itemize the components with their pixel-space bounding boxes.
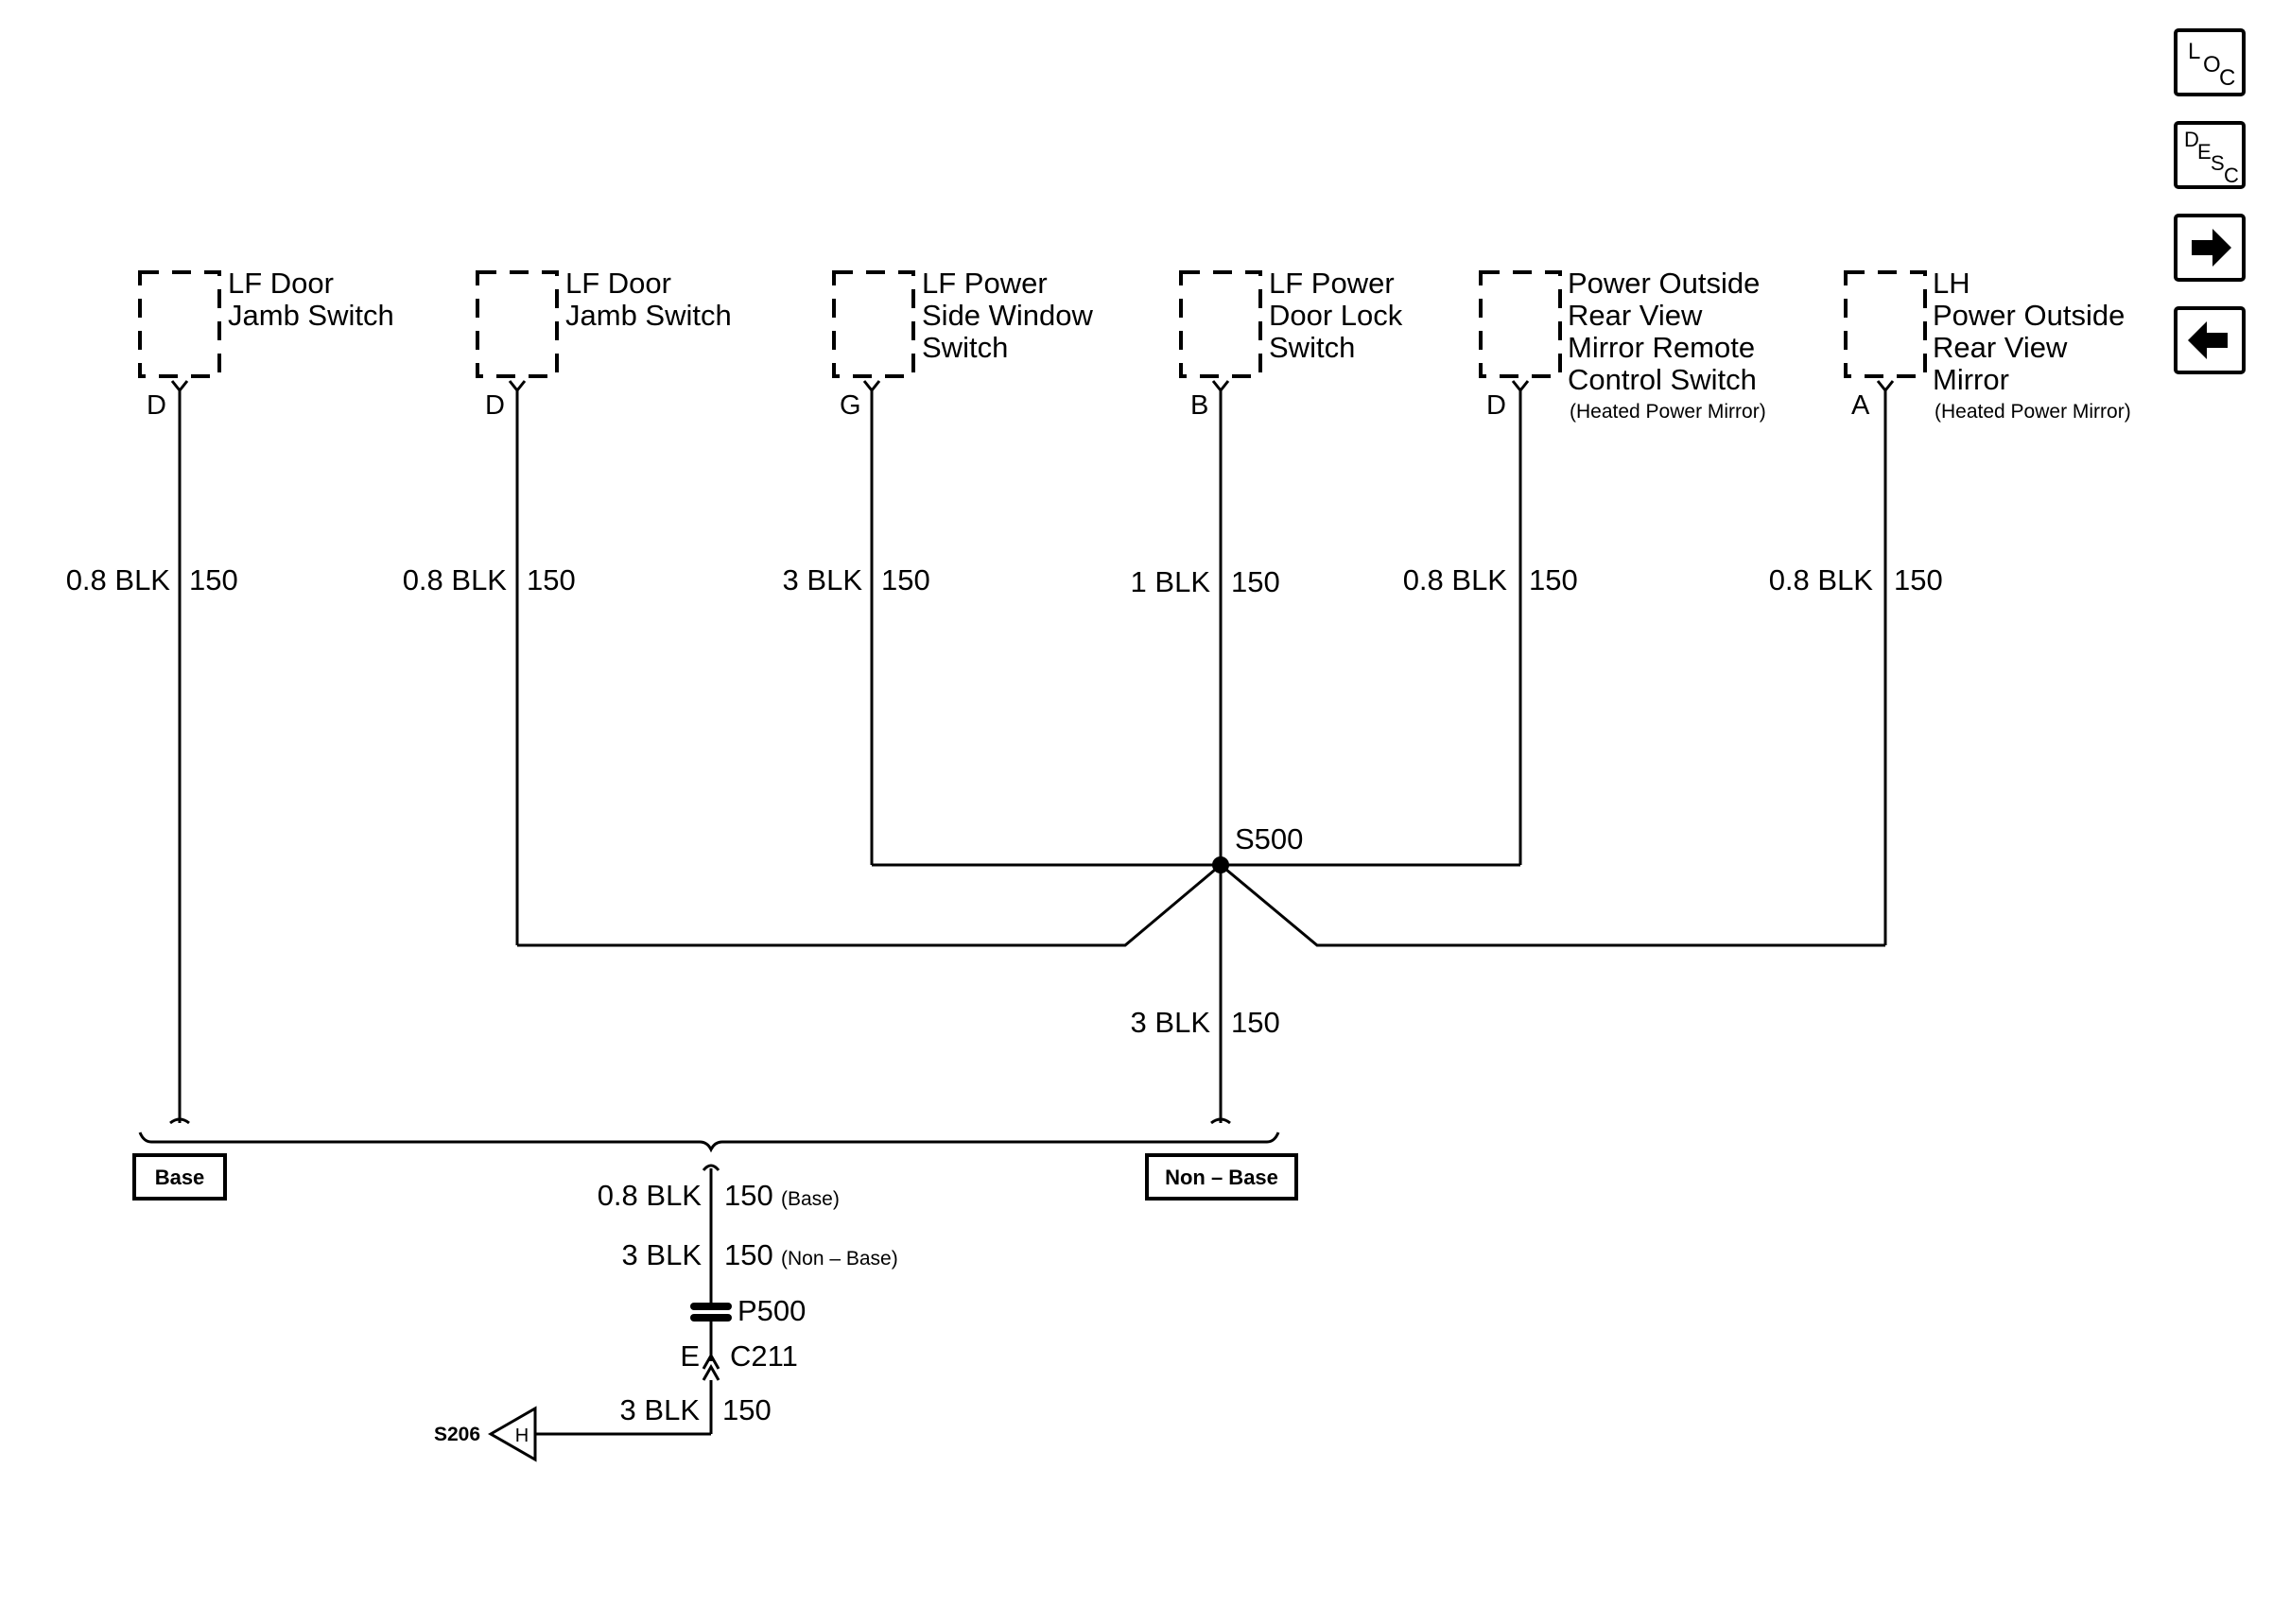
component-note: (Heated Power Mirror): [1570, 401, 1766, 423]
component-label-line: LF Power: [922, 267, 1048, 300]
circuit-label: 150: [1231, 1006, 1280, 1039]
component-label-line: LF Door: [228, 267, 334, 300]
component-label-line: Switch: [922, 331, 1008, 364]
component-label-line: Power Outside: [1568, 267, 1760, 300]
loc-button[interactable]: L O C: [2174, 28, 2246, 96]
splice-pack-label: P500: [737, 1294, 806, 1327]
pin-label: D: [1486, 390, 1506, 421]
reference-letter: H: [515, 1425, 529, 1446]
trunk-wire: 0.8 BLK 150 (Base) 3 BLK 150 (Non – Base…: [598, 1164, 898, 1309]
option-base-label: Base: [155, 1166, 205, 1189]
wire-6: 0.8 BLK 150: [1769, 380, 1943, 945]
component-label-line: Door Lock: [1269, 299, 1403, 332]
wire-size-label: 3 BLK: [1131, 1006, 1211, 1039]
wire-size-label: 3 BLK: [622, 1238, 703, 1271]
option-note: (Non – Base): [781, 1248, 898, 1270]
loc-letter-l: L: [2188, 39, 2200, 64]
arrow-right-icon: [2192, 229, 2231, 267]
wire-1: 0.8 BLK 150: [66, 380, 238, 1123]
pin-label: D: [147, 390, 166, 421]
reference-label: S206: [434, 1424, 480, 1445]
option-note: (Base): [781, 1188, 840, 1210]
ground-wire: 3 BLK 150: [535, 1380, 772, 1436]
pin-label: B: [1190, 390, 1208, 421]
component-label-line: LF Power: [1269, 267, 1395, 300]
wire-size-label: 0.8 BLK: [598, 1179, 703, 1212]
ground-reference-s206: H S206: [434, 1406, 537, 1462]
component-lf-door-jamb-switch-1: LF Door Jamb Switch D: [138, 267, 394, 421]
wire-3: 3 BLK 150: [783, 380, 930, 865]
component-label-line: Rear View: [1568, 299, 1703, 332]
component-label-line: Side Window: [922, 299, 1094, 332]
circuit-label: 150: [1529, 563, 1578, 596]
circuit-label: 150: [1894, 563, 1943, 596]
circuit-label: 150: [722, 1393, 772, 1426]
wire-4: 1 BLK 150: [1131, 380, 1280, 865]
component-outline: [832, 270, 915, 378]
component-label-line: Mirror: [1933, 363, 2009, 396]
wire-2: 0.8 BLK 150: [403, 380, 576, 945]
circuit-label: 150: [1231, 565, 1280, 598]
prev-arrow-button[interactable]: [2174, 306, 2246, 374]
option-bus: [138, 1117, 1280, 1153]
desc-button[interactable]: D E S C: [2174, 121, 2246, 189]
component-outline: [1479, 270, 1562, 378]
wire-size-label: 3 BLK: [620, 1393, 701, 1426]
splice-pack-p500: P500: [690, 1294, 806, 1327]
component-lf-power-door-lock-switch: LF Power Door Lock Switch B: [1179, 267, 1403, 421]
component-mirror-remote-control-switch: Power Outside Rear View Mirror Remote Co…: [1479, 267, 1766, 423]
component-label-line: LH: [1933, 267, 1970, 300]
component-outline: [1179, 270, 1262, 378]
option-non-base-badge: Non – Base: [1145, 1153, 1298, 1201]
component-outline: [138, 270, 221, 378]
desc-letter-s: S: [2211, 151, 2225, 175]
circuit-label: 150: [527, 563, 576, 596]
component-label-line: Switch: [1269, 331, 1355, 364]
loc-letter-c: C: [2219, 65, 2235, 91]
wire-size-label: 0.8 BLK: [66, 563, 171, 596]
reference-triangle-icon: [487, 1406, 537, 1462]
connector-c211: E C211: [680, 1322, 798, 1381]
wire-size-label: 0.8 BLK: [403, 563, 508, 596]
option-base-badge: Base: [132, 1153, 227, 1201]
circuit-label: 150: [724, 1238, 773, 1271]
arrow-left-icon: [2188, 321, 2228, 359]
component-outline: [476, 270, 559, 378]
circuit-label: 150: [189, 563, 238, 596]
desc-letter-d: D: [2184, 128, 2199, 151]
wire-size-label: 0.8 BLK: [1403, 563, 1508, 596]
component-label-line: Rear View: [1933, 331, 2068, 364]
splice-s500: S500 3 BLK 150: [517, 822, 1885, 1123]
component-note: (Heated Power Mirror): [1935, 401, 2131, 423]
component-lf-door-jamb-switch-2: LF Door Jamb Switch D: [476, 267, 732, 421]
connector-pin-label: E: [680, 1339, 700, 1373]
pin-label: D: [485, 390, 505, 421]
splice-label: S500: [1235, 822, 1303, 855]
wire-size-label: 1 BLK: [1131, 565, 1211, 598]
circuit-label: 150: [724, 1179, 773, 1212]
desc-letter-c: C: [2224, 164, 2239, 187]
wire-5: 0.8 BLK 150: [1403, 380, 1578, 865]
component-label-line: Control Switch: [1568, 363, 1757, 396]
component-label-line: Jamb Switch: [228, 299, 394, 332]
wire-size-label: 3 BLK: [783, 563, 863, 596]
component-outline: [1844, 270, 1927, 378]
component-label-line: Jamb Switch: [565, 299, 732, 332]
pin-label: G: [840, 390, 861, 421]
circuit-label: 150: [881, 563, 930, 596]
desc-letter-e: E: [2197, 140, 2212, 164]
pin-label: A: [1851, 390, 1870, 421]
component-label-line: Mirror Remote: [1568, 331, 1755, 364]
component-lh-power-outside-mirror: LH Power Outside Rear View Mirror (Heate…: [1844, 267, 2131, 423]
wire-size-label: 0.8 BLK: [1769, 563, 1874, 596]
component-label-line: Power Outside: [1933, 299, 2125, 332]
connector-label: C211: [730, 1339, 798, 1373]
option-non-base-label: Non – Base: [1165, 1166, 1278, 1189]
loc-letter-o: O: [2203, 52, 2221, 78]
component-lf-power-side-window-switch: LF Power Side Window Switch G: [832, 267, 1094, 421]
splice-dot: [1212, 856, 1229, 873]
component-label-line: LF Door: [565, 267, 671, 300]
next-arrow-button[interactable]: [2174, 214, 2246, 282]
